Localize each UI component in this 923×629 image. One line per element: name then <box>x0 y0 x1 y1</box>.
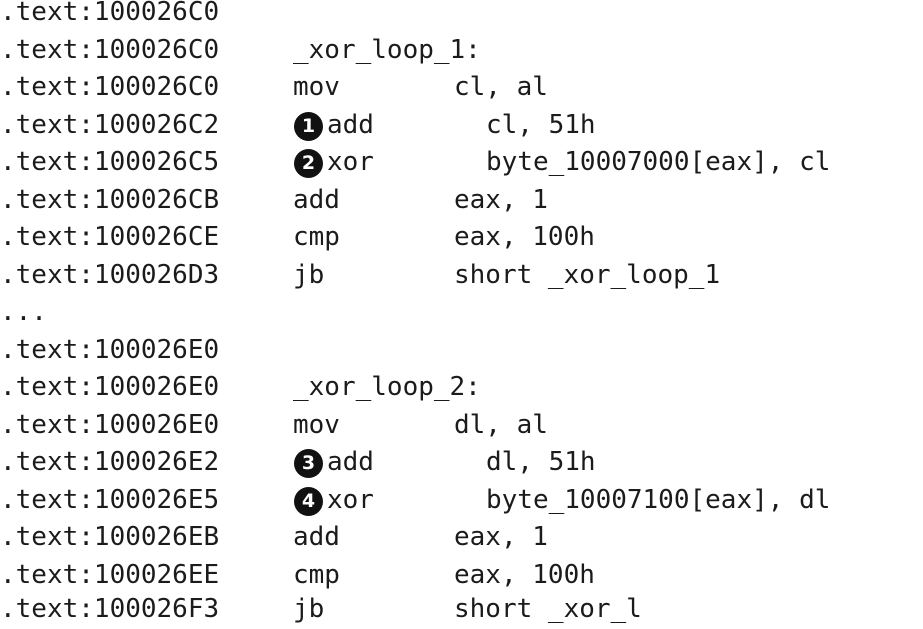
loop-label: _xor_loop_2: <box>293 372 481 402</box>
instruction-operands: eax, 1 <box>454 184 548 215</box>
code-line: .text:100026EB add eax, 1 <box>0 519 548 557</box>
line-address: .text:100026E0 <box>0 409 220 440</box>
instruction-operands: cl, 51h <box>486 109 596 140</box>
instruction-operands: byte_10007000[eax], cl <box>486 147 831 177</box>
code-line: .text:100026E0 mov dl, al <box>0 407 548 445</box>
line-address: .text:100026C2 <box>0 109 220 140</box>
line-address: .text:100026EE <box>0 559 220 590</box>
instruction-operands: dl, al <box>454 409 548 440</box>
instruction-mnemonic: jb <box>293 259 325 290</box>
instruction-operands: short _xor_loop_1 <box>454 259 721 290</box>
code-line: .text:100026E0 _xor_loop_2: <box>0 369 481 407</box>
instruction-mnemonic: cmp <box>293 222 340 252</box>
instruction-mnemonic: add <box>327 447 374 477</box>
instruction-operands: eax, 1 <box>454 522 548 552</box>
instruction-mnemonic: jb <box>293 594 325 624</box>
code-line: .text:100026C0 _xor_loop_1: <box>0 32 481 70</box>
code-line: .text:100026E0 <box>0 332 219 370</box>
line-address: .text:100026D3 <box>0 259 220 290</box>
code-line: .text:100026C0 mov cl, al <box>0 69 548 107</box>
instruction-mnemonic: add <box>327 109 374 140</box>
instruction-operands: byte_10007100[eax], dl <box>486 484 831 515</box>
instruction-mnemonic: add <box>293 184 340 215</box>
code-line: .text:100026F3 jb short _xor_l <box>0 591 642 629</box>
code-line: ... <box>0 294 63 332</box>
line-address: .text:100026E2 <box>0 447 220 477</box>
loop-label: _xor_loop_1: <box>293 34 481 65</box>
line-address: .text:100026F3 <box>0 594 220 624</box>
code-line: .text:100026CB add eax, 1 <box>0 182 548 220</box>
instruction-mnemonic: xor <box>327 147 374 177</box>
instruction-mnemonic: xor <box>327 484 374 515</box>
line-address: .text:100026E5 <box>0 484 220 515</box>
code-line: .text:100026D3 jb short _xor_loop_1 <box>0 257 720 295</box>
code-line: .text:100026C5 2 xor byte_10007000[eax],… <box>0 144 830 182</box>
code-line: .text:100026CE cmp eax, 100h <box>0 219 595 257</box>
instruction-operands: short _xor_l <box>454 594 642 624</box>
code-line: .text:100026E5 4 xor byte_10007100[eax],… <box>0 482 830 520</box>
instruction-mnemonic: cmp <box>293 559 340 590</box>
line-address: .text:100026C0 <box>0 34 220 65</box>
line-address: .text:100026CE <box>0 222 220 252</box>
code-line: .text:100026E2 3 add dl, 51h <box>0 444 596 482</box>
instruction-mnemonic: mov <box>293 72 340 102</box>
line-address: .text:100026E0 <box>0 372 220 402</box>
line-address: .text:100026C0 <box>0 72 220 102</box>
line-address: .text:100026E0 <box>0 334 220 365</box>
line-address: .text:100026EB <box>0 522 220 552</box>
instruction-operands: eax, 100h <box>454 222 595 252</box>
line-address: .text:100026CB <box>0 184 220 215</box>
callout-marker-3: 3 <box>294 449 323 478</box>
instruction-operands: dl, 51h <box>486 447 596 477</box>
callout-marker-4: 4 <box>294 486 323 516</box>
callout-marker-2: 2 <box>294 149 323 178</box>
callout-marker-1: 1 <box>294 111 323 141</box>
omission-ellipsis: ... <box>0 297 47 327</box>
code-line: .text:100026C2 1 add cl, 51h <box>0 107 596 145</box>
line-address: .text:100026C5 <box>0 147 220 177</box>
instruction-operands: cl, al <box>454 72 548 102</box>
instruction-mnemonic: mov <box>293 409 340 440</box>
code-line: .text:100026EE cmp eax, 100h <box>0 557 595 595</box>
code-line: .text:100026C0 <box>0 0 219 32</box>
line-address: .text:100026C0 <box>0 0 220 27</box>
instruction-operands: eax, 100h <box>454 559 595 590</box>
instruction-mnemonic: add <box>293 522 340 552</box>
